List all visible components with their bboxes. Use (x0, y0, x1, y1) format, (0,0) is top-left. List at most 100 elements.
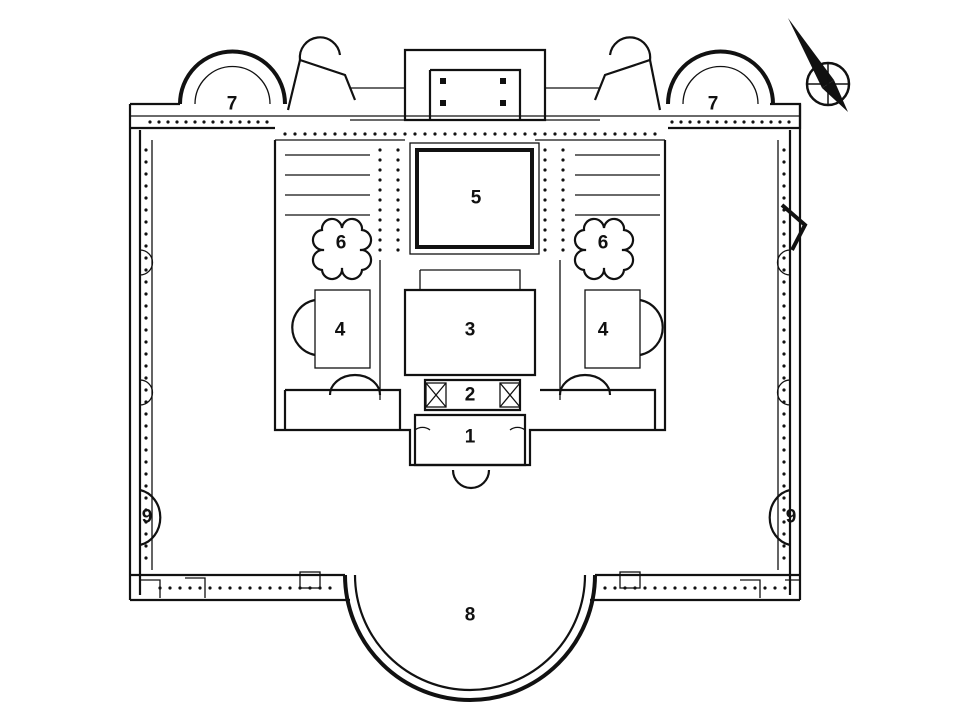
exedra-7-right (593, 36, 775, 111)
natatio-pool (415, 148, 534, 249)
column-dot (543, 188, 547, 192)
column-dot (144, 352, 148, 356)
column-dot (144, 472, 148, 476)
column-dot (543, 228, 547, 232)
column-dot (543, 148, 547, 152)
column-dot (760, 120, 764, 124)
room-label-4-right: 4 (598, 320, 609, 341)
column-dot (782, 496, 786, 500)
central-bath-block (273, 139, 667, 490)
column-dot (753, 586, 757, 590)
column-dot (763, 586, 767, 590)
outer-enclosure (128, 102, 802, 602)
column-dot (782, 172, 786, 176)
column-dot (202, 120, 206, 124)
column-dot (782, 220, 786, 224)
column-dot (383, 132, 387, 136)
column-dot (663, 586, 667, 590)
column-dot (144, 448, 148, 452)
column-dot (673, 586, 677, 590)
column-dot (643, 132, 647, 136)
column-dot (443, 132, 447, 136)
stadium-exedra (140, 571, 800, 702)
column-dot (623, 132, 627, 136)
column-dot (743, 586, 747, 590)
column-dot (144, 412, 148, 416)
column-dot (373, 132, 377, 136)
column-dot (715, 120, 719, 124)
column-dot (144, 388, 148, 392)
column-dot (782, 316, 786, 320)
column-dot (144, 208, 148, 212)
column-dot (473, 132, 477, 136)
column-dot (353, 132, 357, 136)
colonnade-dots (144, 120, 791, 590)
column-dot (543, 158, 547, 162)
column-dot (433, 132, 437, 136)
column-dot (561, 208, 565, 212)
column-dot (396, 178, 400, 182)
column-dot (144, 196, 148, 200)
column-dot (783, 586, 787, 590)
column-dot (773, 586, 777, 590)
room-4-right-outline (584, 289, 641, 369)
column-dot (333, 132, 337, 136)
column-dot (144, 424, 148, 428)
column-dot (706, 120, 710, 124)
column-dot (782, 352, 786, 356)
column-dot (144, 376, 148, 380)
room-label-1: 1 (465, 427, 476, 448)
column-dot (166, 120, 170, 124)
column-dot (144, 172, 148, 176)
column-dot (247, 120, 251, 124)
column-dot (144, 160, 148, 164)
column-dot (198, 586, 202, 590)
column-dot (688, 120, 692, 124)
column-dot (378, 208, 382, 212)
column-dot (256, 120, 260, 124)
column-dot (782, 256, 786, 260)
north-arrow-icon (788, 18, 851, 112)
column-dot (561, 168, 565, 172)
column-dot (782, 328, 786, 332)
column-dot (523, 132, 527, 136)
column-dot (653, 586, 657, 590)
column-dot (303, 132, 307, 136)
column-dot (561, 248, 565, 252)
room-label-8: 8 (465, 605, 476, 626)
column-dot (238, 120, 242, 124)
column-dot (144, 268, 148, 272)
column-dot (178, 586, 182, 590)
column-dot (184, 120, 188, 124)
column-dot (782, 184, 786, 188)
column-dot (782, 424, 786, 428)
column-dot (543, 218, 547, 222)
room-label-7-right: 7 (708, 94, 719, 115)
column-dot (228, 586, 232, 590)
room-label-6-right: 6 (598, 233, 609, 254)
column-dot (782, 280, 786, 284)
column-dot (561, 188, 565, 192)
column-dot (683, 586, 687, 590)
column-dot (561, 218, 565, 222)
column-dot (313, 132, 317, 136)
column-dot (603, 586, 607, 590)
column-dot (396, 148, 400, 152)
room-label-6-left: 6 (336, 233, 347, 254)
column-dot (782, 232, 786, 236)
column-dot (396, 228, 400, 232)
column-dot (378, 148, 382, 152)
column-dot (396, 188, 400, 192)
column-dot (144, 460, 148, 464)
column-dot (144, 520, 148, 524)
column-dot (787, 120, 791, 124)
column-dot (493, 132, 497, 136)
column-dot (724, 120, 728, 124)
column-dot (265, 120, 269, 124)
column-dot (328, 586, 332, 590)
column-dot (393, 132, 397, 136)
room-4-left-outline (314, 289, 371, 369)
column-dot (396, 198, 400, 202)
column-dot (323, 132, 327, 136)
side-wing-right (768, 203, 808, 547)
